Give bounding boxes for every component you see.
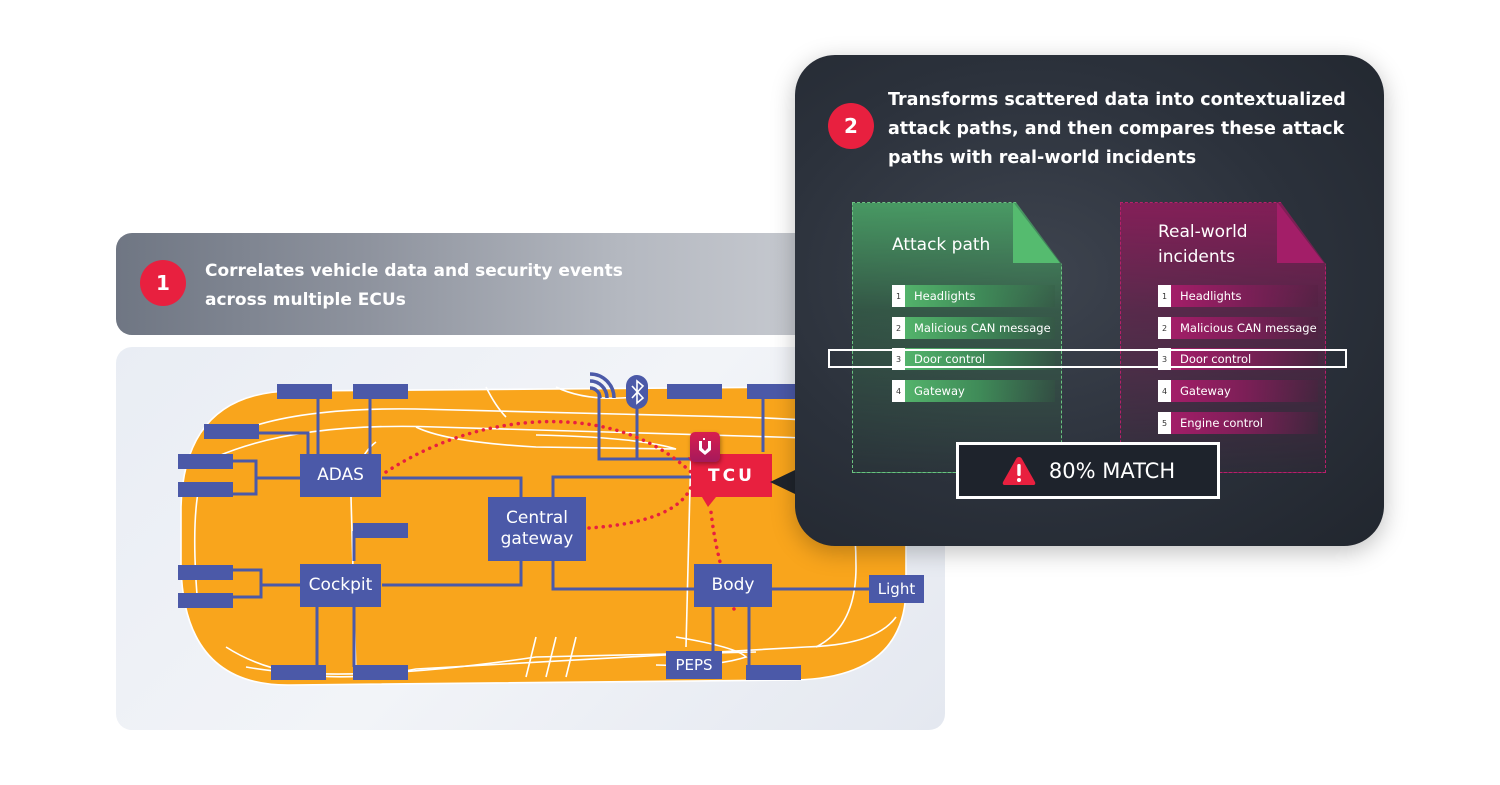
real-world-item[interactable]: 3 Door control [1158, 348, 1318, 370]
ecu-node [178, 593, 233, 608]
ecu-node [353, 384, 408, 399]
document-fold-icon [1013, 202, 1060, 263]
ecu-body[interactable]: Body [694, 564, 772, 607]
real-world-item[interactable]: 1 Headlights [1158, 285, 1318, 307]
ecu-node [204, 424, 259, 439]
document-fold-icon [1277, 202, 1324, 263]
ecu-light[interactable]: Light [869, 575, 924, 603]
attack-trace [384, 419, 736, 611]
attack-path-item[interactable]: 1 Headlights [892, 285, 1055, 307]
ecu-node [178, 565, 233, 580]
peripheral-ecus [178, 384, 802, 680]
ecu-peps[interactable]: PEPS [666, 651, 722, 679]
real-world-title: Real-world incidents [1158, 222, 1248, 267]
step2-badge: 2 [828, 103, 874, 149]
ecu-node [277, 384, 332, 399]
ecu-node [747, 384, 802, 399]
ecu-adas[interactable]: ADAS [300, 454, 381, 497]
attack-path-item[interactable]: 4 Gateway [892, 380, 1055, 402]
match-label: 80% MATCH [1048, 458, 1176, 483]
ecu-node [353, 665, 408, 680]
wifi-icon [589, 372, 616, 399]
ecu-node [667, 384, 722, 399]
bluetooth-icon [626, 375, 648, 409]
step2-text: Transforms scattered data into contextua… [888, 90, 1346, 168]
arrow-head [702, 497, 716, 507]
step1-banner: 1 Correlates vehicle data and security e… [116, 233, 836, 335]
match-result: 80% MATCH [956, 442, 1220, 499]
ecu-central-gateway[interactable]: Central gateway [488, 497, 586, 561]
real-world-item[interactable]: 5 Engine control [1158, 412, 1318, 434]
matched-item-highlight [828, 349, 1347, 368]
warning-icon [1002, 456, 1036, 485]
shield-logo-icon [690, 432, 720, 462]
attack-path-item[interactable]: 3 Door control [892, 348, 1055, 370]
ecu-node [178, 482, 233, 497]
ecu-cockpit[interactable]: Cockpit [300, 564, 381, 607]
real-world-item[interactable]: 4 Gateway [1158, 380, 1318, 402]
real-world-item[interactable]: 2 Malicious CAN message [1158, 317, 1318, 339]
ecu-node [271, 665, 326, 680]
attack-path-title: Attack path [892, 235, 991, 255]
ecu-node [746, 665, 801, 680]
step1-badge: 1 [140, 260, 186, 306]
step2-card: 2 Transforms scattered data into context… [795, 55, 1384, 546]
step1-text: Correlates vehicle data and security eve… [205, 261, 623, 310]
ecu-node [178, 454, 233, 469]
ecu-node [353, 523, 408, 538]
attack-path-item[interactable]: 2 Malicious CAN message [892, 317, 1055, 339]
